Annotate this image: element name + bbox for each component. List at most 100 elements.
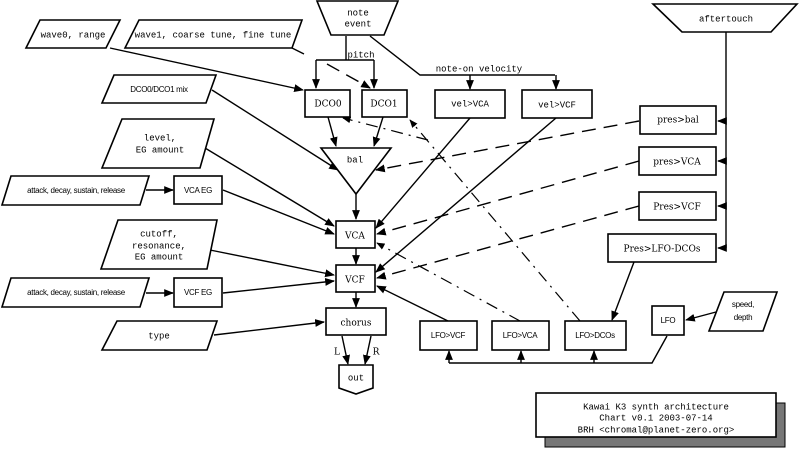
block-dco1: DCO1 <box>361 89 408 118</box>
input-wave1: wave1, coarse tune, fine tune <box>123 19 304 49</box>
input-cutoff-label-3: EG amount <box>135 252 184 262</box>
block-lfo-dcos-label: LFO>DCOs <box>575 331 615 340</box>
block-vel-vca: vel>VCA <box>434 89 506 119</box>
block-vel-vcf-label: vel>VCF <box>538 100 576 110</box>
block-pres-vca-label: pres>VCA <box>653 158 701 168</box>
block-pres-lfo: Pres>LFO-DCOs <box>607 233 717 263</box>
block-bal-label: bal <box>347 155 363 165</box>
edge-presvcf-vcf <box>376 205 640 280</box>
block-dco1-label: DCO1 <box>370 100 397 110</box>
input-mix-label: DCO0/DCO1 mix <box>130 85 188 94</box>
input-vcf-adsr: attack, decay, sustain, release <box>0 277 151 308</box>
block-vel-vcf: vel>VCF <box>521 89 593 119</box>
edge-lfovca-vca <box>376 242 521 322</box>
input-level-label-2: EG amount <box>136 145 185 155</box>
edge-pitch-dco0 <box>316 59 374 88</box>
edge-presbal-bal <box>375 120 640 173</box>
input-level: level, EG amount <box>100 118 216 169</box>
input-speed-label-1: speed, <box>732 300 754 309</box>
input-wave1-label: wave1, coarse tune, fine tune <box>135 30 292 40</box>
input-level-label-1: level, <box>144 133 176 143</box>
block-lfo: LFO <box>651 305 685 336</box>
input-type-label: type <box>148 331 170 341</box>
edge-dco1-bal <box>372 116 384 147</box>
edge-label-pitch: pitch <box>347 50 374 60</box>
edge-cutoff-vcf <box>209 249 335 278</box>
input-cutoff-label-1: cutoff, <box>140 229 178 239</box>
block-lfo-vcf-label: LFO>VCF <box>431 331 466 340</box>
block-vcf: VCF <box>335 264 376 293</box>
edge-dco0-bal <box>327 116 338 147</box>
input-cutoff: cutoff, resonance, EG amount <box>99 219 218 270</box>
credits-box: Kawai K3 synth architecture Chart v0.1 2… <box>535 392 786 448</box>
credits-author: BRH <chromal@planet-zero.org> <box>578 425 735 435</box>
edge-chorus-out-l <box>341 335 350 365</box>
block-chorus: chorus <box>325 307 387 336</box>
block-bal: bal <box>319 147 393 196</box>
input-vcf-adsr-label: attack, decay, sustain, release <box>27 288 126 297</box>
input-vca-adsr: attack, decay, sustain, release <box>0 175 151 206</box>
source-note-event: note event <box>315 0 400 36</box>
edge-chorus-out-r <box>363 335 372 365</box>
edge-velvca-vca <box>375 117 471 229</box>
source-note-label-2: event <box>344 19 371 29</box>
block-pres-vcf: Pres>VCF <box>638 191 717 221</box>
source-note-label-1: note <box>347 8 369 18</box>
edge-mix-bal <box>211 89 339 171</box>
input-mix: DCO0/DCO1 mix <box>100 74 218 104</box>
edge-label-right: R <box>373 348 380 358</box>
block-lfo-vca-label: LFO>VCA <box>503 331 539 340</box>
input-vca-adsr-label: attack, decay, sustain, release <box>27 186 126 195</box>
block-lfo-vca: LFO>VCA <box>491 320 550 351</box>
edge-speed-lfo <box>685 311 717 322</box>
edge-wave1-dco1 <box>291 47 370 88</box>
block-vca-eg-label: VCA EG <box>184 186 212 195</box>
edge-wave0-dco0 <box>109 47 304 92</box>
block-dco0-label: DCO0 <box>314 100 341 110</box>
edge-presvca-vca <box>376 160 640 236</box>
block-vcf-eg-label: VCF EG <box>184 288 212 297</box>
input-wave0: wave0, range <box>24 19 122 49</box>
input-type: type <box>100 320 219 351</box>
block-vcf-label: VCF <box>344 276 365 286</box>
edge-vcfeg-vcf <box>222 278 335 294</box>
block-out-label: out <box>348 373 364 383</box>
block-vca-label: VCA <box>344 232 365 242</box>
edge-vcaeg-vca <box>222 189 335 235</box>
edge-preslfo-lfodcos <box>611 261 635 321</box>
input-speed-label-2: depth <box>734 313 753 322</box>
edge-lfodcos-dco1 <box>409 119 581 322</box>
edge-level-vca <box>204 147 335 227</box>
block-pres-lfo-label: Pres>LFO-DCOs <box>624 245 701 255</box>
edge-lfo-bus <box>449 335 668 364</box>
block-pres-vcf-label: Pres>VCF <box>653 203 700 213</box>
edge-lfovcf-vcf <box>376 285 449 322</box>
block-out: out <box>338 364 374 395</box>
source-aftertouch-label: aftertouch <box>699 14 753 24</box>
input-speed: speed, depth <box>707 291 779 332</box>
input-cutoff-label-2: resonance, <box>132 241 186 251</box>
block-vel-vca-label: vel>VCA <box>451 99 489 109</box>
block-pres-vca: pres>VCA <box>638 146 717 176</box>
edges <box>109 32 727 365</box>
edge-lfodcos-dco0 <box>342 116 429 141</box>
block-dco0: DCO0 <box>304 89 351 118</box>
block-lfo-label: LFO <box>661 316 676 325</box>
block-pres-bal-label: pres>bal <box>657 116 699 126</box>
credits-title: Kawai K3 synth architecture <box>583 402 729 412</box>
edge-label-left: L <box>334 348 340 358</box>
source-aftertouch: aftertouch <box>651 3 799 33</box>
edge-velvcf-vcf <box>375 117 557 273</box>
edge-label-velocity: note-on velocity <box>436 64 523 74</box>
block-vcf-eg: VCF EG <box>173 277 223 308</box>
input-wave0-label: wave0, range <box>41 30 106 40</box>
edge-type-chorus <box>213 319 325 336</box>
edge-velocity-trunk <box>369 35 555 76</box>
credits-version: Chart v0.1 2003-07-14 <box>599 413 712 423</box>
block-vca: VCA <box>335 220 376 249</box>
block-pres-bal: pres>bal <box>639 105 717 135</box>
block-lfo-dcos: LFO>DCOs <box>564 320 627 351</box>
block-chorus-label: chorus <box>341 319 372 329</box>
block-lfo-vcf: LFO>VCF <box>419 320 478 351</box>
